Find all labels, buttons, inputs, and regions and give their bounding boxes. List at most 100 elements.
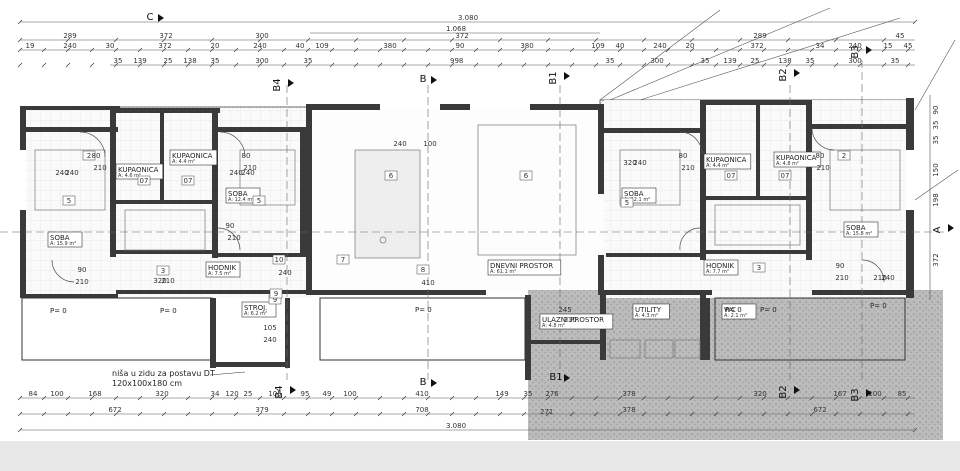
dim-tick — [905, 411, 911, 417]
dim-value: 15 — [884, 42, 893, 50]
door-dim: 240 — [229, 169, 242, 177]
dim-value: 95 — [301, 390, 310, 398]
dim-tick — [665, 47, 671, 53]
dim-tick — [401, 47, 407, 53]
room-name: KUPAONICA — [172, 152, 213, 160]
page-bottom-band — [0, 441, 960, 471]
room-area: A: 7.5 m² — [208, 271, 231, 277]
room-number-box — [519, 170, 533, 181]
dim-value: 45 — [896, 32, 905, 40]
section-marker: B1 — [548, 71, 559, 84]
dim-tick — [761, 47, 767, 53]
dim-tick — [737, 37, 743, 43]
dim-value: 138 — [183, 57, 196, 65]
room-label-box — [169, 149, 218, 166]
dim-top-998: 998 — [450, 57, 463, 65]
door-swings — [51, 127, 885, 283]
dim-tick — [761, 62, 767, 68]
dim-tick — [113, 395, 119, 401]
room-area: A: 4.3 m² — [635, 313, 658, 319]
dim-value: 300 — [255, 57, 268, 65]
door-dim: 210 — [681, 164, 694, 172]
dim-total-bottom: 3.080 — [446, 422, 466, 430]
dim-value: 276 — [545, 390, 559, 398]
dim-tick — [425, 411, 431, 417]
dim-value: 167 — [833, 390, 846, 398]
dim-tick — [593, 395, 599, 401]
dim-tick — [161, 62, 167, 68]
dim-value: 149 — [495, 390, 508, 398]
dim-tick — [209, 47, 215, 53]
room-area: A: 4.4 m² — [706, 163, 729, 169]
room-number: 3 — [161, 267, 165, 275]
dim-value: 84 — [29, 390, 38, 398]
elevation-label: P= 0 — [160, 307, 177, 315]
dim-value: 49 — [323, 390, 332, 398]
section-marker: B3 — [850, 45, 861, 58]
dim-tick — [209, 37, 215, 43]
dim-tick — [257, 62, 263, 68]
dim-tick — [881, 62, 887, 68]
dim-tick — [833, 411, 839, 417]
dim-tick — [449, 62, 455, 68]
dim-tick — [641, 62, 647, 68]
dim-tick — [41, 47, 47, 53]
dim-value: 19 — [26, 42, 35, 50]
dim-tick — [233, 411, 239, 417]
door-dim: 210 — [75, 278, 88, 286]
dim-tick — [161, 395, 167, 401]
section-marker: A — [932, 226, 943, 233]
door-dim: 210 — [227, 234, 240, 242]
room-label-box — [539, 313, 614, 330]
section-arrow-icon — [290, 386, 296, 394]
dim-tick — [665, 411, 671, 417]
dim-tick — [17, 395, 23, 401]
room-number: 07 — [140, 177, 149, 185]
room-number: 10 — [275, 256, 284, 264]
dim-value: 410 — [415, 390, 428, 398]
door-dim: 320 — [623, 159, 636, 167]
dim-tick — [785, 47, 791, 53]
dim-tick — [353, 37, 359, 43]
dim-value: 85 — [898, 390, 907, 398]
door-dim: 240 — [55, 169, 68, 177]
room-label-box — [225, 187, 261, 204]
door-dim: 90 — [226, 222, 235, 230]
section-marker: B4 — [272, 78, 283, 91]
section-arrow-icon — [564, 374, 570, 382]
dim-tick — [737, 395, 743, 401]
dim-tick — [593, 411, 599, 417]
room-name: UTILITY — [635, 306, 662, 314]
door-dim: 240 — [65, 169, 78, 177]
dim-value: 372 — [158, 42, 171, 50]
dim-bottom-271: 271 — [540, 408, 553, 416]
dim-tick — [473, 47, 479, 53]
dim-tick — [737, 62, 743, 68]
dim-tick — [497, 37, 503, 43]
section-marker: B2 — [778, 385, 789, 398]
room-number: 8 — [421, 266, 425, 274]
dim-tick — [65, 62, 71, 68]
dim-value: 300 — [848, 57, 861, 65]
room-number: 7 — [341, 256, 345, 264]
room-number: 2 — [842, 152, 846, 160]
door-dim: 210 — [563, 316, 576, 324]
dim-tick — [617, 62, 623, 68]
dim-tick — [641, 47, 647, 53]
dim-value: 45 — [904, 42, 913, 50]
dim-tick — [689, 395, 695, 401]
dim-tick — [257, 395, 263, 401]
dim-tick — [305, 37, 311, 43]
dim-tick — [281, 395, 287, 401]
section-marker: B1 — [549, 372, 562, 383]
door-dim: 245 — [558, 306, 571, 314]
dim-value: 379 — [255, 406, 268, 414]
dim-tick — [377, 411, 383, 417]
room-name: KUPAONICA — [118, 166, 159, 174]
door-dimensions: 8021024024090210802102402409021080210802… — [55, 140, 894, 344]
dim-tick — [425, 395, 431, 401]
dim-value: 380 — [520, 42, 533, 50]
dim-tick — [89, 395, 95, 401]
